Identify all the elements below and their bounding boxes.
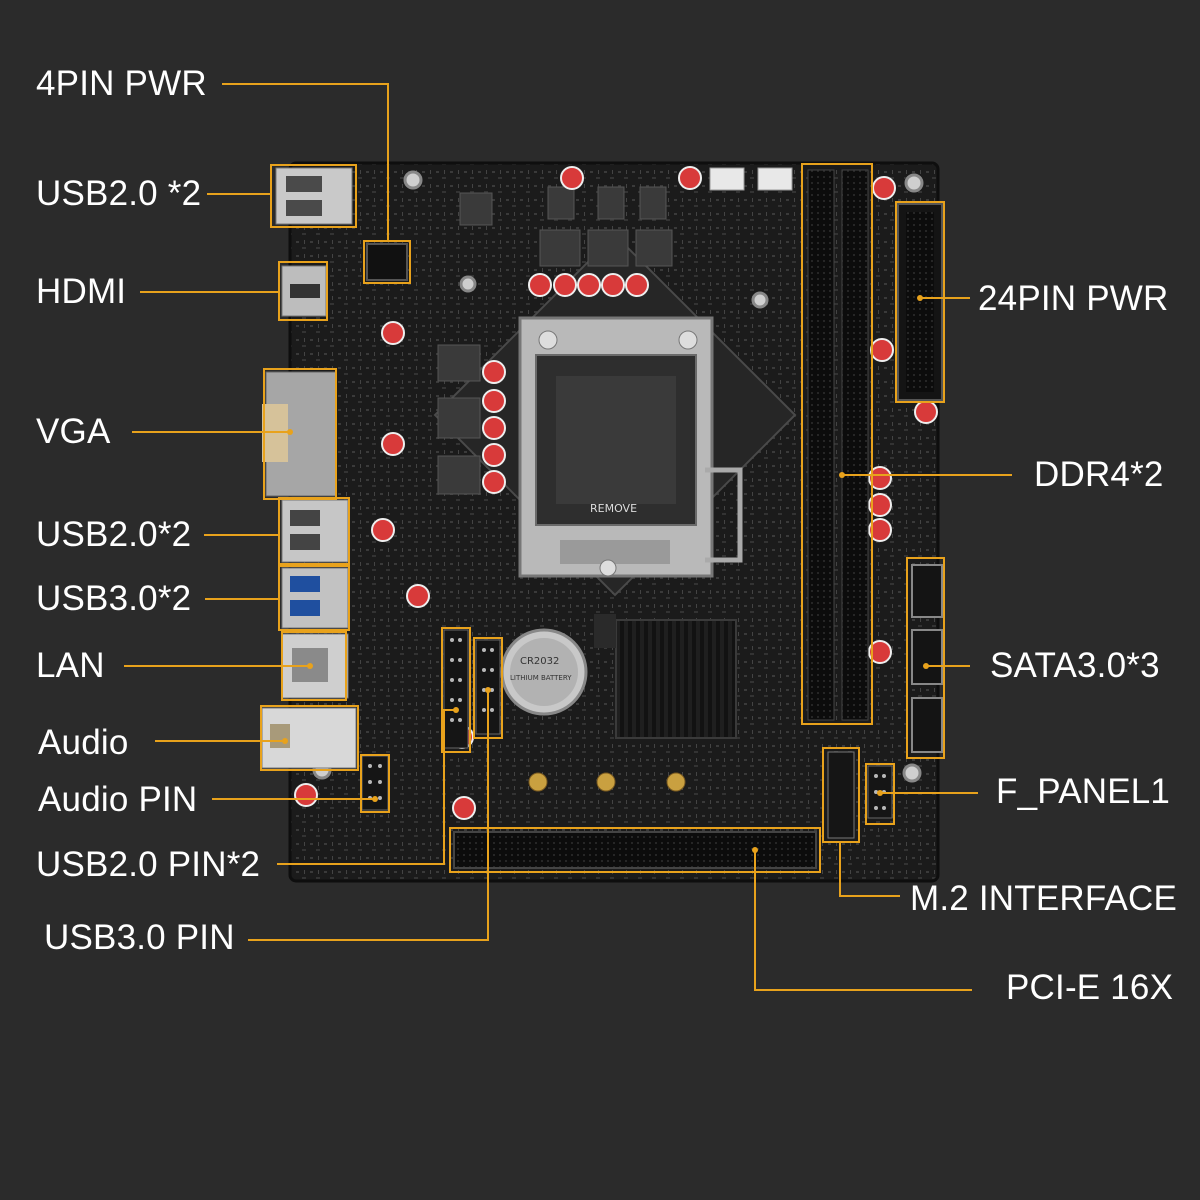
pcie-slot (453, 831, 817, 869)
label-usb30: USB3.0*2 (36, 579, 192, 618)
ddr4-slots (807, 169, 869, 721)
label-f-panel: F_PANEL1 (996, 772, 1171, 811)
cpu-socket: REMOVE (433, 233, 797, 597)
label-audio: Audio (38, 723, 129, 762)
callout-dots (282, 295, 929, 853)
label-lan: LAN (36, 646, 105, 685)
label-usb20-mid: USB2.0*2 (36, 515, 192, 554)
label-audio-pin: Audio PIN (38, 780, 198, 819)
pwr4-connector (366, 243, 408, 281)
label-sata: SATA3.0*3 (990, 646, 1160, 685)
label-usb30-pin: USB3.0 PIN (44, 918, 235, 957)
label-pcie: PCI-E 16X (1006, 968, 1174, 1007)
chipset-heatsink (615, 619, 737, 739)
callout-boxes (260, 163, 945, 873)
label-m2: M.2 INTERFACE (910, 879, 1178, 918)
label-usb20-pin: USB2.0 PIN*2 (36, 845, 261, 884)
battery-model-text: CR2032 (520, 656, 559, 667)
socket-remove-text: REMOVE (590, 502, 637, 515)
fan-headers (709, 167, 793, 191)
label-4pin-pwr: 4PIN PWR (36, 64, 207, 103)
label-ddr4: DDR4*2 (1034, 455, 1164, 494)
m2-slot (827, 751, 855, 839)
rear-io-ports (261, 167, 357, 769)
callout-lines (124, 83, 1012, 991)
label-hdmi: HDMI (36, 272, 127, 311)
pwr24-connector (897, 203, 943, 401)
gold-connectors (528, 772, 686, 792)
bios-chip (594, 614, 616, 648)
sata-ports (911, 564, 943, 753)
cmos-battery: CR2032 LITHIUM BATTERY (500, 628, 588, 716)
battery-type-text: LITHIUM BATTERY (510, 674, 572, 682)
label-vga: VGA (36, 412, 111, 451)
label-24pin-pwr: 24PIN PWR (978, 279, 1169, 318)
label-usb20-top: USB2.0 *2 (36, 174, 202, 213)
vrm-chips (437, 186, 673, 495)
